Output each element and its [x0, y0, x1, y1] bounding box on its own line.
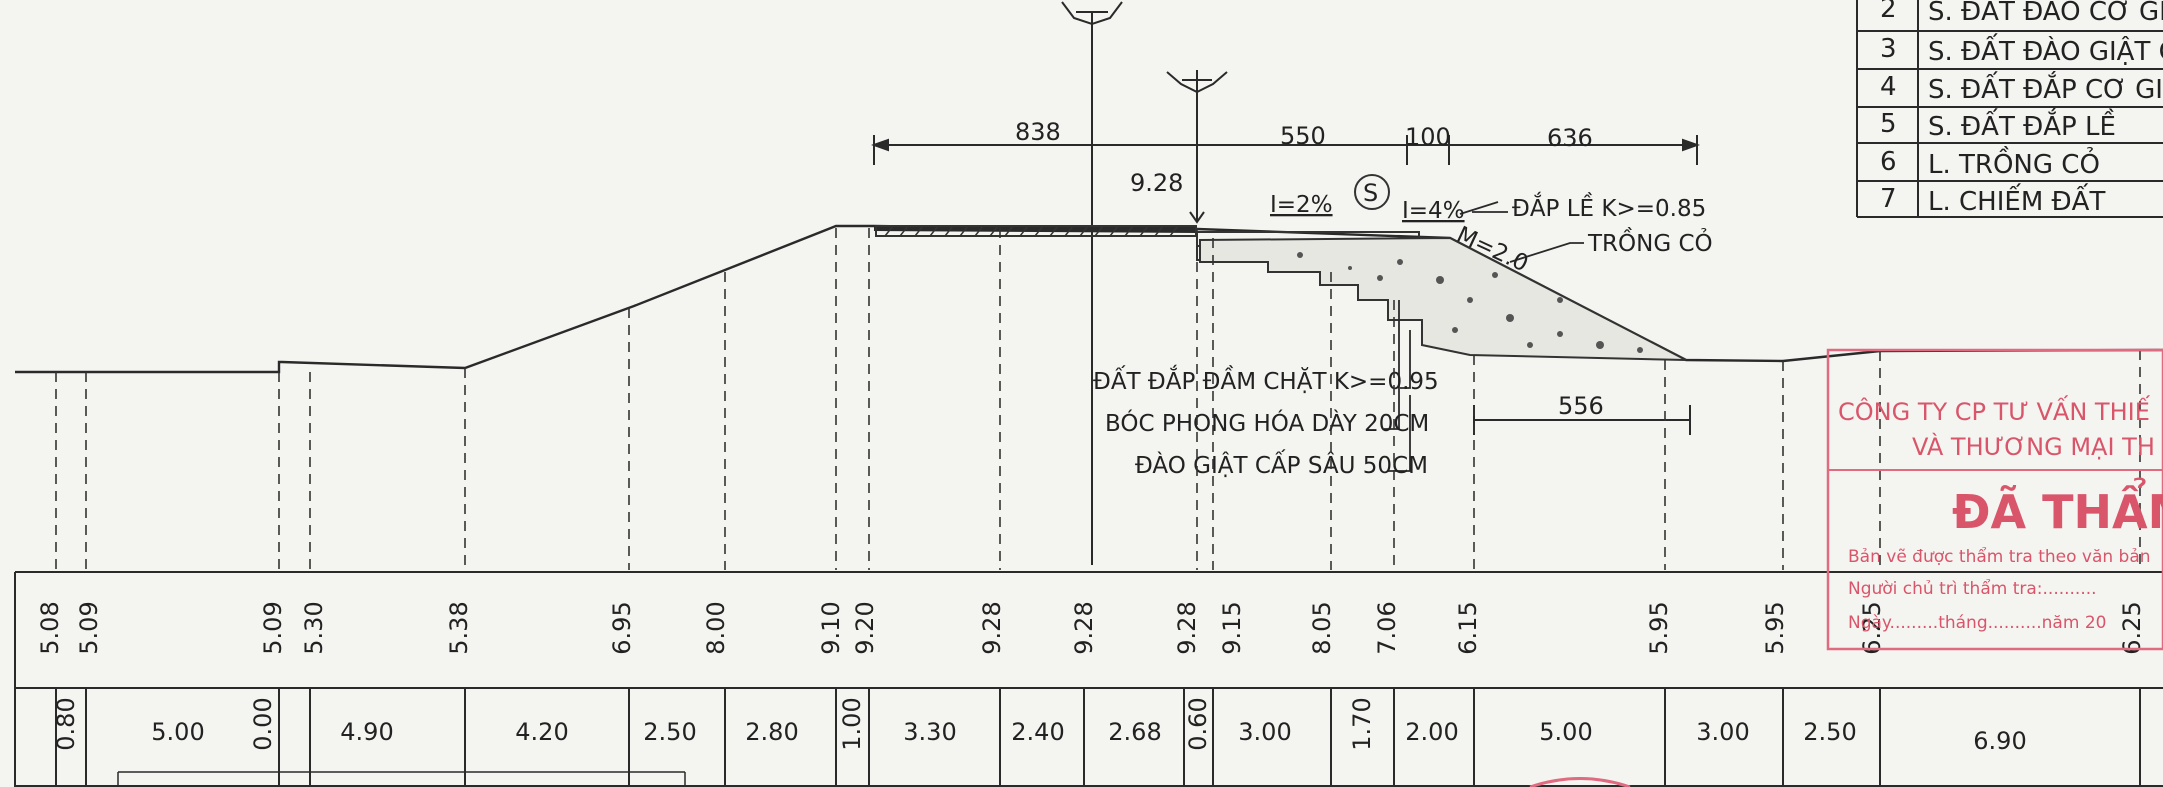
- distance-value: 3.30: [903, 718, 956, 746]
- s-symbol: S: [1354, 174, 1390, 210]
- elevation-value: 9.10: [817, 601, 845, 654]
- distance-value: 2.80: [745, 718, 798, 746]
- distance-value: 0.80: [52, 697, 80, 750]
- elevation-value: 8.05: [1308, 601, 1336, 654]
- elevation-value: 9.15: [1218, 601, 1246, 654]
- dim-838: 838: [1015, 118, 1061, 146]
- compacted-fill-label: ĐẤT ĐẮP ĐẦM CHẶT K>=0.95: [1093, 364, 1439, 395]
- elevation-value: 9.28: [1173, 601, 1201, 654]
- dim-556: 556: [1558, 392, 1604, 420]
- stamp-note2: Người chủ trì thẩm tra:..........: [1848, 578, 2097, 599]
- legend-table: 2 S. ĐẤT ĐÀO CƠ GIỚI 3 S. ĐẤT ĐÀO GIẬT C…: [1856, 0, 2163, 218]
- distance-value: 4.20: [515, 718, 568, 746]
- elevation-value: 6.25: [1858, 601, 1886, 654]
- legend-label: L. CHIẾM ĐẤT: [1928, 182, 2105, 217]
- legend-label: S. ĐẤT ĐẮP CƠ GIỚI: [1928, 70, 2163, 105]
- distance-value: 1.00: [838, 697, 866, 750]
- legend-label: L. TRỒNG CỎ: [1928, 145, 2100, 180]
- distance-value: 6.90: [1973, 727, 2026, 755]
- distance-value: 2.50: [643, 718, 696, 746]
- distance-value: 0.00: [249, 697, 277, 750]
- elevation-value: 5.38: [445, 601, 473, 654]
- level-mark: 9.28: [1130, 169, 1183, 197]
- legend-no: 5: [1880, 109, 1897, 139]
- profile-table: [14, 571, 2163, 787]
- station-lines: [55, 228, 2141, 570]
- dim-636: 636: [1547, 124, 1593, 152]
- elevation-value: 5.30: [300, 601, 328, 654]
- centerline-marker: [1061, 1, 1123, 565]
- elevation-value: 5.09: [259, 601, 287, 654]
- elevation-value: 5.95: [1761, 601, 1789, 654]
- elevation-value: 5.09: [75, 601, 103, 654]
- elevation-value: 6.25: [2118, 601, 2146, 654]
- elevation-value: 5.08: [36, 601, 64, 654]
- distance-value: 5.00: [1539, 718, 1592, 746]
- distance-value: 3.00: [1696, 718, 1749, 746]
- dim-100: 100: [1405, 123, 1451, 151]
- annotations: I=2% I=4% ĐẮP LỀ K>=0.85 M=2.0 TRỒNG CỎ …: [1093, 191, 1713, 479]
- legend-label: S. ĐẤT ĐÀO CƠ GIỚI: [1928, 0, 2163, 27]
- elevation-value: 5.95: [1645, 601, 1673, 654]
- leader-lines: [1384, 201, 1584, 472]
- slope-right-label: I=4%: [1402, 198, 1465, 224]
- elevation-value: 6.15: [1454, 601, 1482, 654]
- distance-value: 0.60: [1184, 697, 1212, 750]
- distance-value: 1.70: [1348, 697, 1376, 750]
- legend-no: 7: [1880, 184, 1897, 214]
- elevation-value: 7.06: [1373, 601, 1401, 654]
- stamp-company-line1: CÔNG TY CP TƯ VẤN THIẾ: [1838, 394, 2151, 426]
- distance-value: 4.90: [340, 718, 393, 746]
- ground-profile: [15, 224, 2163, 374]
- distance-value: 2.68: [1108, 718, 1161, 746]
- slope-left-label: I=2%: [1270, 192, 1333, 218]
- dim-550: 550: [1280, 122, 1326, 150]
- approval-stamp: CÔNG TY CP TƯ VẤN THIẾ VÀ THƯƠNG MẠI TH …: [1529, 348, 2163, 787]
- stamp-status: ĐÃ THẨM: [1952, 477, 2163, 539]
- legend-no: 6: [1880, 147, 1897, 177]
- grass-label: TRỒNG CỎ: [1587, 226, 1713, 257]
- distance-value: 2.00: [1405, 718, 1458, 746]
- elevation-value: 9.20: [851, 601, 879, 654]
- distance-value: 3.00: [1238, 718, 1291, 746]
- legend-label: S. ĐẤT ĐÀO GIẬT CẤP: [1928, 32, 2163, 67]
- shoulder-fill-label: ĐẮP LỀ K>=0.85: [1512, 191, 1706, 222]
- strip-weathered-label: BÓC PHONG HÓA DÀY 20CM: [1105, 409, 1429, 437]
- embankment-widening: [1199, 236, 1687, 361]
- dimension-labels: 838 550 100 636 9.28 556: [1015, 118, 1604, 420]
- stamp-note3: Ngày.........tháng..........năm 20: [1848, 613, 2106, 633]
- distance-value: 2.40: [1011, 718, 1064, 746]
- legend-label: S. ĐẤT ĐẮP LỀ: [1928, 107, 2116, 142]
- benching-label: ĐÀO GIẬT CẤP SÂU 50CM: [1135, 449, 1428, 479]
- legend-no: 4: [1880, 72, 1897, 102]
- elevation-value: 6.95: [608, 601, 636, 654]
- distance-row: 0.80 5.00 0.00 4.90 4.20 2.50 2.80 1.00 3.30 2.40…: [52, 697, 2027, 755]
- elevation-value: 8.00: [702, 601, 730, 654]
- stamp-note1: Bản vẽ được thẩm tra theo văn bản: [1848, 546, 2151, 567]
- svg-text:S: S: [1363, 179, 1378, 207]
- elevation-value: 9.28: [978, 601, 1006, 654]
- dimension-lines: [871, 135, 1700, 435]
- distance-value: 5.00: [151, 718, 204, 746]
- elevation-value: 9.28: [1070, 601, 1098, 654]
- legend-no: 3: [1880, 34, 1897, 64]
- stamp-company-line2: VÀ THƯƠNG MẠI TH: [1912, 432, 2155, 461]
- legend-no: 2: [1880, 0, 1897, 24]
- distance-value: 2.50: [1803, 718, 1856, 746]
